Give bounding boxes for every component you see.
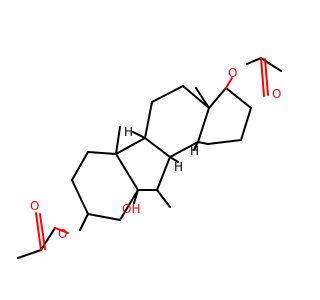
methyl-bond	[195, 87, 210, 109]
oxygen-label: O	[58, 227, 67, 241]
bond	[197, 141, 209, 145]
ester-bond	[54, 227, 69, 234]
carbonyl-bond	[39, 213, 46, 250]
bond	[144, 137, 171, 158]
oxygen-label: O	[30, 199, 39, 213]
hydroxyl-bond	[133, 189, 139, 204]
atom-labels: O O O O OH H H H	[30, 66, 281, 241]
carbonyl-bond	[264, 58, 269, 96]
hydrogen-bond	[193, 141, 199, 151]
bond	[151, 85, 184, 103]
bond	[207, 139, 242, 145]
hydroxyl-label: OH	[122, 202, 140, 216]
oxygen-label: O	[228, 66, 237, 80]
bond	[144, 101, 153, 139]
bond	[225, 87, 252, 109]
bond	[240, 107, 252, 141]
bond	[79, 213, 89, 231]
bond	[71, 179, 89, 215]
bond	[87, 213, 121, 221]
bond	[169, 141, 199, 158]
bond	[17, 249, 42, 259]
bond	[119, 189, 139, 221]
bond	[40, 227, 56, 251]
bond	[197, 107, 210, 143]
bond	[182, 85, 210, 109]
ester-bond	[225, 77, 233, 89]
oxygen-label: O	[272, 87, 281, 101]
bond	[246, 57, 262, 65]
hydrogen-bond	[169, 156, 179, 163]
bond	[115, 137, 146, 155]
bond	[115, 153, 139, 191]
bond	[71, 151, 89, 181]
bond	[260, 57, 282, 72]
bond	[208, 87, 227, 109]
carbonyl-bond	[260, 57, 265, 97]
hydrogen-bond	[132, 131, 146, 139]
carbon-skeleton	[17, 57, 282, 259]
bond	[87, 151, 117, 155]
bond	[156, 156, 171, 191]
molecule-canvas: O O O O OH H H H	[17, 57, 282, 259]
carbonyl-bond	[35, 212, 42, 251]
molecule-drawing: O O O O OH H H H	[17, 57, 282, 259]
methyl-bond	[115, 126, 121, 155]
hydrogen-label: H	[174, 160, 183, 174]
hydrogen-label: H	[124, 125, 133, 139]
hydrogen-label: H	[190, 144, 199, 158]
methyl-bond	[156, 189, 171, 208]
